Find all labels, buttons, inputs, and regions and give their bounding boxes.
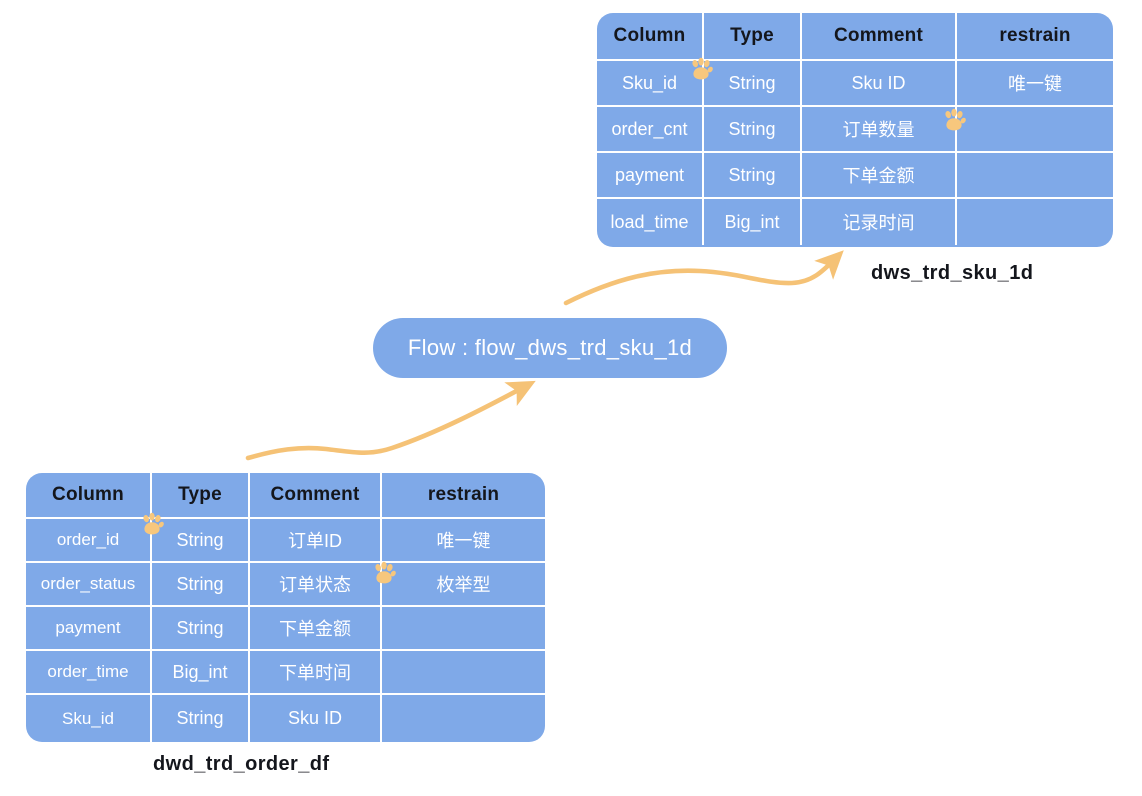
header-cell-comment: Comment — [248, 473, 380, 517]
arrow-flow-to-target — [563, 250, 844, 306]
cell-column: payment — [614, 164, 685, 185]
table-row[interactable]: Sku_id String Sku ID — [26, 693, 545, 742]
table-row[interactable]: order_status String 订单状态 枚举型 — [26, 561, 545, 605]
table-header-row: Column Type Comment restrain — [26, 473, 545, 517]
cell-comment: 下单时间 — [248, 651, 380, 693]
cell-type: String — [702, 61, 800, 105]
table-row[interactable]: order_time Big_int 下单时间 — [26, 649, 545, 693]
cell-type: Big_int — [702, 199, 800, 245]
cell-type: String — [150, 607, 248, 649]
cell-comment: 下单金额 — [248, 607, 380, 649]
cell-restrain — [380, 607, 545, 649]
cell-comment: Sku ID — [248, 695, 380, 742]
table-row[interactable]: order_id String 订单ID 唯一键 — [26, 517, 545, 561]
table-row[interactable]: order_cnt String 订单数量 — [597, 105, 1113, 151]
cell-type: String — [702, 153, 800, 197]
table-caption-dws-trd-sku-1d: dws_trd_sku_1d — [871, 262, 1034, 284]
cell-column: order_time — [47, 662, 129, 681]
table-row[interactable]: Sku_id String Sku ID 唯一键 — [597, 59, 1113, 105]
cell-type: String — [150, 519, 248, 561]
table-row[interactable]: load_time Big_int 记录时间 — [597, 197, 1113, 245]
cell-restrain — [380, 695, 545, 742]
table-dws-trd-sku-1d[interactable]: Column Type Comment restrain Sku_id Stri… — [597, 13, 1113, 247]
cell-column: order_id — [56, 530, 120, 549]
cell-restrain — [380, 651, 545, 693]
cell-restrain: 唯一键 — [955, 61, 1113, 105]
arrow-source-to-flow — [245, 380, 536, 461]
table-row[interactable]: payment String 下单金额 — [597, 151, 1113, 197]
table-row[interactable]: payment String 下单金额 — [26, 605, 545, 649]
cell-column: load_time — [610, 211, 689, 232]
flow-node-flow-dws-trd-sku-1d[interactable]: Flow : flow_dws_trd_sku_1d — [373, 318, 727, 378]
header-cell-restrain: restrain — [380, 473, 545, 517]
flow-node-label: Flow : flow_dws_trd_sku_1d — [407, 335, 693, 360]
table-dwd-trd-order-df[interactable]: Column Type Comment restrain order_id St… — [26, 473, 545, 742]
cell-comment: 订单状态 — [248, 563, 380, 605]
header-cell-type: Type — [702, 13, 800, 59]
header-cell-column: Column — [52, 484, 124, 505]
header-cell-type: Type — [150, 473, 248, 517]
cell-column: order_status — [40, 574, 136, 593]
cell-comment: Sku ID — [800, 61, 955, 105]
cell-comment: 订单ID — [248, 519, 380, 561]
cell-restrain — [955, 107, 1113, 151]
header-cell-column: Column — [613, 25, 686, 46]
cell-type: String — [702, 107, 800, 151]
cell-type: String — [150, 563, 248, 605]
header-cell-comment: Comment — [800, 13, 955, 59]
cell-type: Big_int — [150, 651, 248, 693]
cell-column: order_cnt — [611, 118, 688, 139]
table-caption-dwd-trd-order-df: dwd_trd_order_df — [153, 753, 330, 775]
cell-column: Sku_id — [62, 708, 114, 728]
cell-column: payment — [55, 618, 121, 637]
cell-column: Sku_id — [621, 72, 678, 93]
cell-restrain — [955, 199, 1113, 245]
cell-comment: 下单金额 — [800, 153, 955, 197]
cell-restrain: 枚举型 — [380, 563, 545, 605]
cell-comment: 记录时间 — [800, 199, 955, 245]
cell-restrain: 唯一键 — [380, 519, 545, 561]
cell-type: String — [150, 695, 248, 742]
cell-restrain — [955, 153, 1113, 197]
cell-comment: 订单数量 — [800, 107, 955, 151]
header-cell-restrain: restrain — [955, 13, 1113, 59]
table-header-row: Column Type Comment restrain — [597, 13, 1113, 59]
